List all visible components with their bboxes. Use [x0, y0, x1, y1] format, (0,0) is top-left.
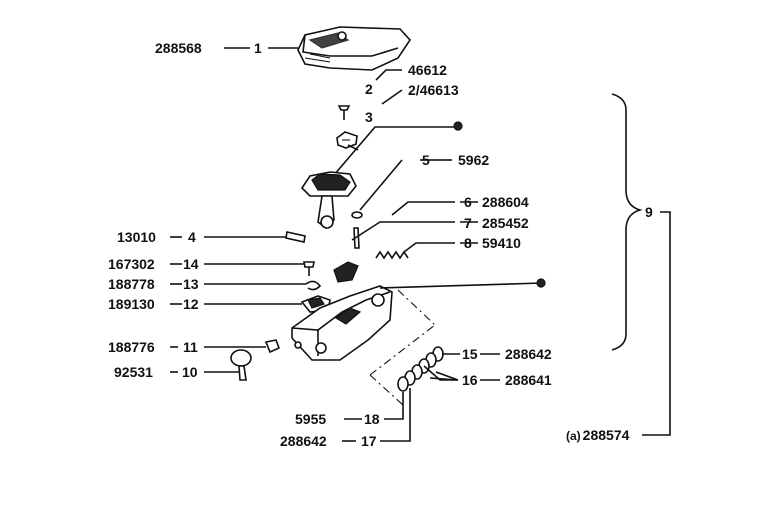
ref-9: 9 — [645, 204, 653, 220]
ref-8: 8 — [464, 235, 472, 251]
part-no-14: 167302 — [108, 256, 155, 272]
ref-16: 16 — [462, 372, 478, 388]
part-no-12: 189130 — [108, 296, 155, 312]
part-no-2-alt-value: 46613 — [420, 82, 459, 98]
part-no-4: 13010 — [117, 229, 156, 245]
part-no-2-alt-prefix: 2/ — [408, 82, 420, 98]
part-no-11: 188776 — [108, 339, 155, 355]
part-no-1: 288568 — [155, 40, 202, 56]
part-10-knob-drawing — [230, 349, 252, 381]
ref-2: 2 — [365, 81, 373, 97]
part-lever-drawing — [300, 126, 455, 230]
ref-7: 7 — [464, 215, 472, 231]
assembly-label: (a)288574 — [566, 427, 630, 443]
knob-part-no: 92531 — [114, 364, 153, 380]
part-no-2-alt: 2/46613 — [408, 82, 459, 98]
leader-lines — [170, 47, 671, 442]
reference-dot-bottom — [536, 278, 546, 288]
assembly-brace — [611, 93, 643, 351]
part-no-18: 5955 — [295, 411, 326, 427]
ref-13: 13 — [183, 276, 199, 292]
ref-12: 12 — [183, 296, 199, 312]
ref-1: 1 — [254, 40, 262, 56]
part-no-13: 188778 — [108, 276, 155, 292]
part-housing-drawing — [291, 282, 543, 361]
part-no-2: 46612 — [408, 62, 447, 78]
washer-stack-drawing — [369, 289, 444, 406]
part-no-8: 59410 — [482, 235, 521, 251]
part-1-cover-drawing — [297, 26, 412, 71]
assembly-prefix: (a) — [566, 429, 581, 443]
part-11-plug-drawing — [264, 339, 281, 354]
part-link-drawing — [333, 261, 359, 283]
part-5-clip-drawing — [351, 211, 363, 219]
ref-18: 18 — [364, 411, 380, 427]
ref-15: 15 — [462, 346, 478, 362]
assembly-part-no: 288574 — [583, 427, 630, 443]
reference-dot-top — [453, 121, 463, 131]
ref-3: 3 — [365, 109, 373, 125]
ref-5: 5 — [422, 152, 430, 168]
part-no-16: 288641 — [505, 372, 552, 388]
part-no-5: 5962 — [458, 152, 489, 168]
ref-11: 11 — [183, 339, 198, 355]
ref-17: 17 — [361, 433, 377, 449]
part-no-15: 288642 — [505, 346, 552, 362]
ref-6: 6 — [464, 194, 472, 210]
part-no-6: 288604 — [482, 194, 529, 210]
part-8-spring-drawing — [375, 250, 409, 260]
part-no-7: 285452 — [482, 215, 529, 231]
part-2-screw-drawing — [337, 105, 351, 120]
ref-4: 4 — [188, 229, 196, 245]
ref-10: 10 — [182, 364, 198, 380]
part-14-bolt-drawing — [303, 261, 315, 276]
part-no-17: 288642 — [280, 433, 327, 449]
ref-14: 14 — [183, 256, 199, 272]
part-4-pin-drawing — [285, 231, 306, 243]
part-13-circlip-drawing — [305, 280, 322, 291]
part-3-nut-drawing — [336, 131, 358, 149]
